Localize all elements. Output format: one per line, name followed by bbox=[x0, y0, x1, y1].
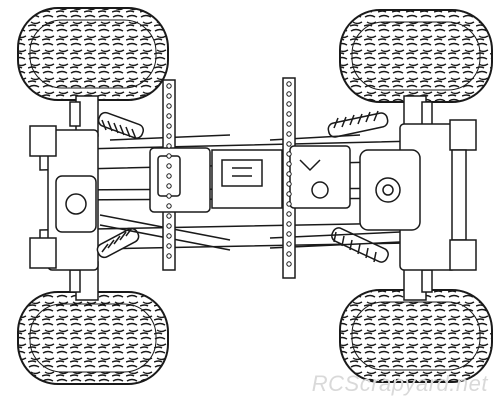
plate-right-hole bbox=[286, 151, 292, 157]
plate-right-hole bbox=[286, 141, 292, 147]
rear-bracket bbox=[449, 119, 477, 271]
plate-right-hole bbox=[286, 201, 292, 207]
tire-front-left bbox=[17, 7, 169, 101]
plate-right-hole bbox=[286, 211, 292, 217]
tire-front-right bbox=[339, 9, 493, 103]
hub-front-left bbox=[69, 95, 99, 137]
plate-right-hole bbox=[286, 251, 292, 257]
plate-left-hole bbox=[166, 103, 172, 109]
tire-rear-right bbox=[339, 289, 493, 383]
plate-right-hole bbox=[286, 101, 292, 107]
plate-right-hole bbox=[286, 111, 292, 117]
plate-left-hole bbox=[166, 153, 172, 159]
plate-right-hole bbox=[286, 221, 292, 227]
front-bracket bbox=[29, 125, 57, 269]
watermark: RCScrapyard.net bbox=[311, 371, 488, 396]
plate-left-hole bbox=[166, 123, 172, 129]
plate-left-hole bbox=[166, 133, 172, 139]
plate-right-hole bbox=[286, 191, 292, 197]
plate-left-hole bbox=[166, 233, 172, 239]
plate-right-hole bbox=[286, 81, 292, 87]
plate-right-hole bbox=[286, 181, 292, 187]
transmission bbox=[289, 145, 351, 209]
plate-right-hole bbox=[286, 261, 292, 267]
plate-left-hole bbox=[166, 83, 172, 89]
plate-left-hole bbox=[166, 203, 172, 209]
plate-right-hole bbox=[286, 161, 292, 167]
plate-left-hole bbox=[166, 143, 172, 149]
plate-left-hole bbox=[166, 173, 172, 179]
plate-right-hole bbox=[286, 171, 292, 177]
plate-left-hole bbox=[166, 243, 172, 249]
plate-left-hole bbox=[166, 213, 172, 219]
plate-left-hole bbox=[166, 183, 172, 189]
plate-left-hole bbox=[166, 253, 172, 259]
shock-rear-right bbox=[331, 227, 389, 263]
axle-right bbox=[359, 123, 457, 271]
electronics-box bbox=[149, 147, 283, 213]
plate-left-hole bbox=[166, 163, 172, 169]
plate-right-hole bbox=[286, 231, 292, 237]
hub-rear-left bbox=[69, 261, 99, 301]
axle-left bbox=[47, 129, 99, 271]
plate-left-hole bbox=[166, 193, 172, 199]
plate-right-hole bbox=[286, 241, 292, 247]
plate-left-hole bbox=[166, 113, 172, 119]
plate-left-hole bbox=[166, 93, 172, 99]
plate-right-hole bbox=[286, 121, 292, 127]
shock-front-left bbox=[97, 111, 145, 140]
plate-left-hole bbox=[166, 223, 172, 229]
shock-front-right bbox=[327, 110, 389, 138]
plate-right-hole bbox=[286, 131, 292, 137]
tire-rear-left bbox=[17, 291, 169, 385]
plate-right-hole bbox=[286, 91, 292, 97]
